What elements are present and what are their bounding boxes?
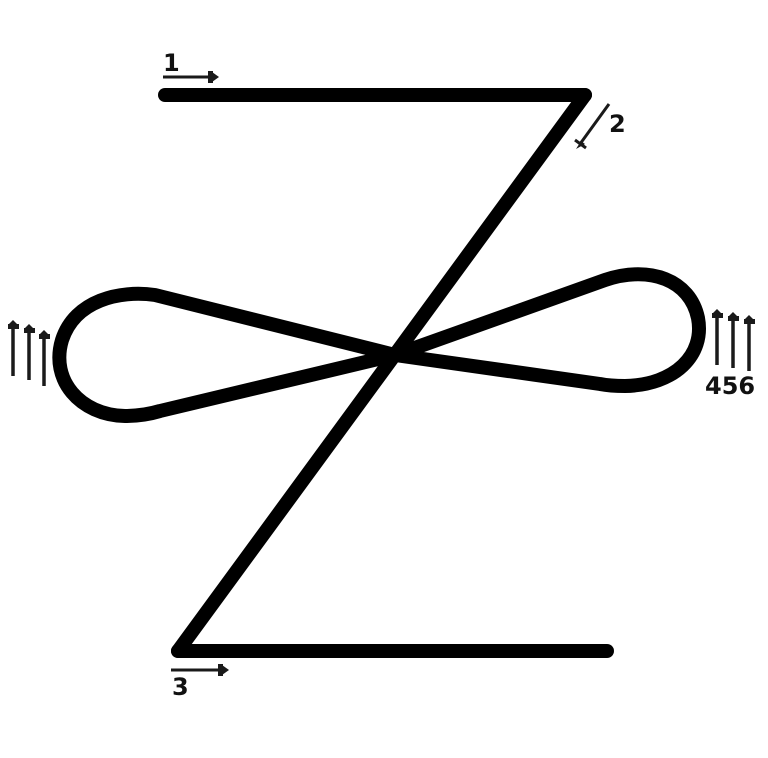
left-up-arrows-icon — [8, 320, 50, 386]
right-loop — [388, 267, 706, 393]
figure-eight-loop — [52, 267, 706, 423]
step-label-456: 456 — [705, 372, 756, 400]
arrow-1-icon — [163, 71, 219, 83]
step-label-3: 3 — [172, 673, 189, 701]
z-glyph — [158, 88, 614, 658]
arrow-2-icon — [574, 103, 611, 150]
step-label-1: 1 — [163, 49, 180, 77]
arrow-3-icon — [171, 664, 229, 676]
step-label-2: 2 — [609, 110, 626, 138]
right-up-arrows-icon — [712, 309, 755, 371]
diagonal-stroke — [171, 88, 592, 658]
left-loop — [52, 286, 402, 423]
